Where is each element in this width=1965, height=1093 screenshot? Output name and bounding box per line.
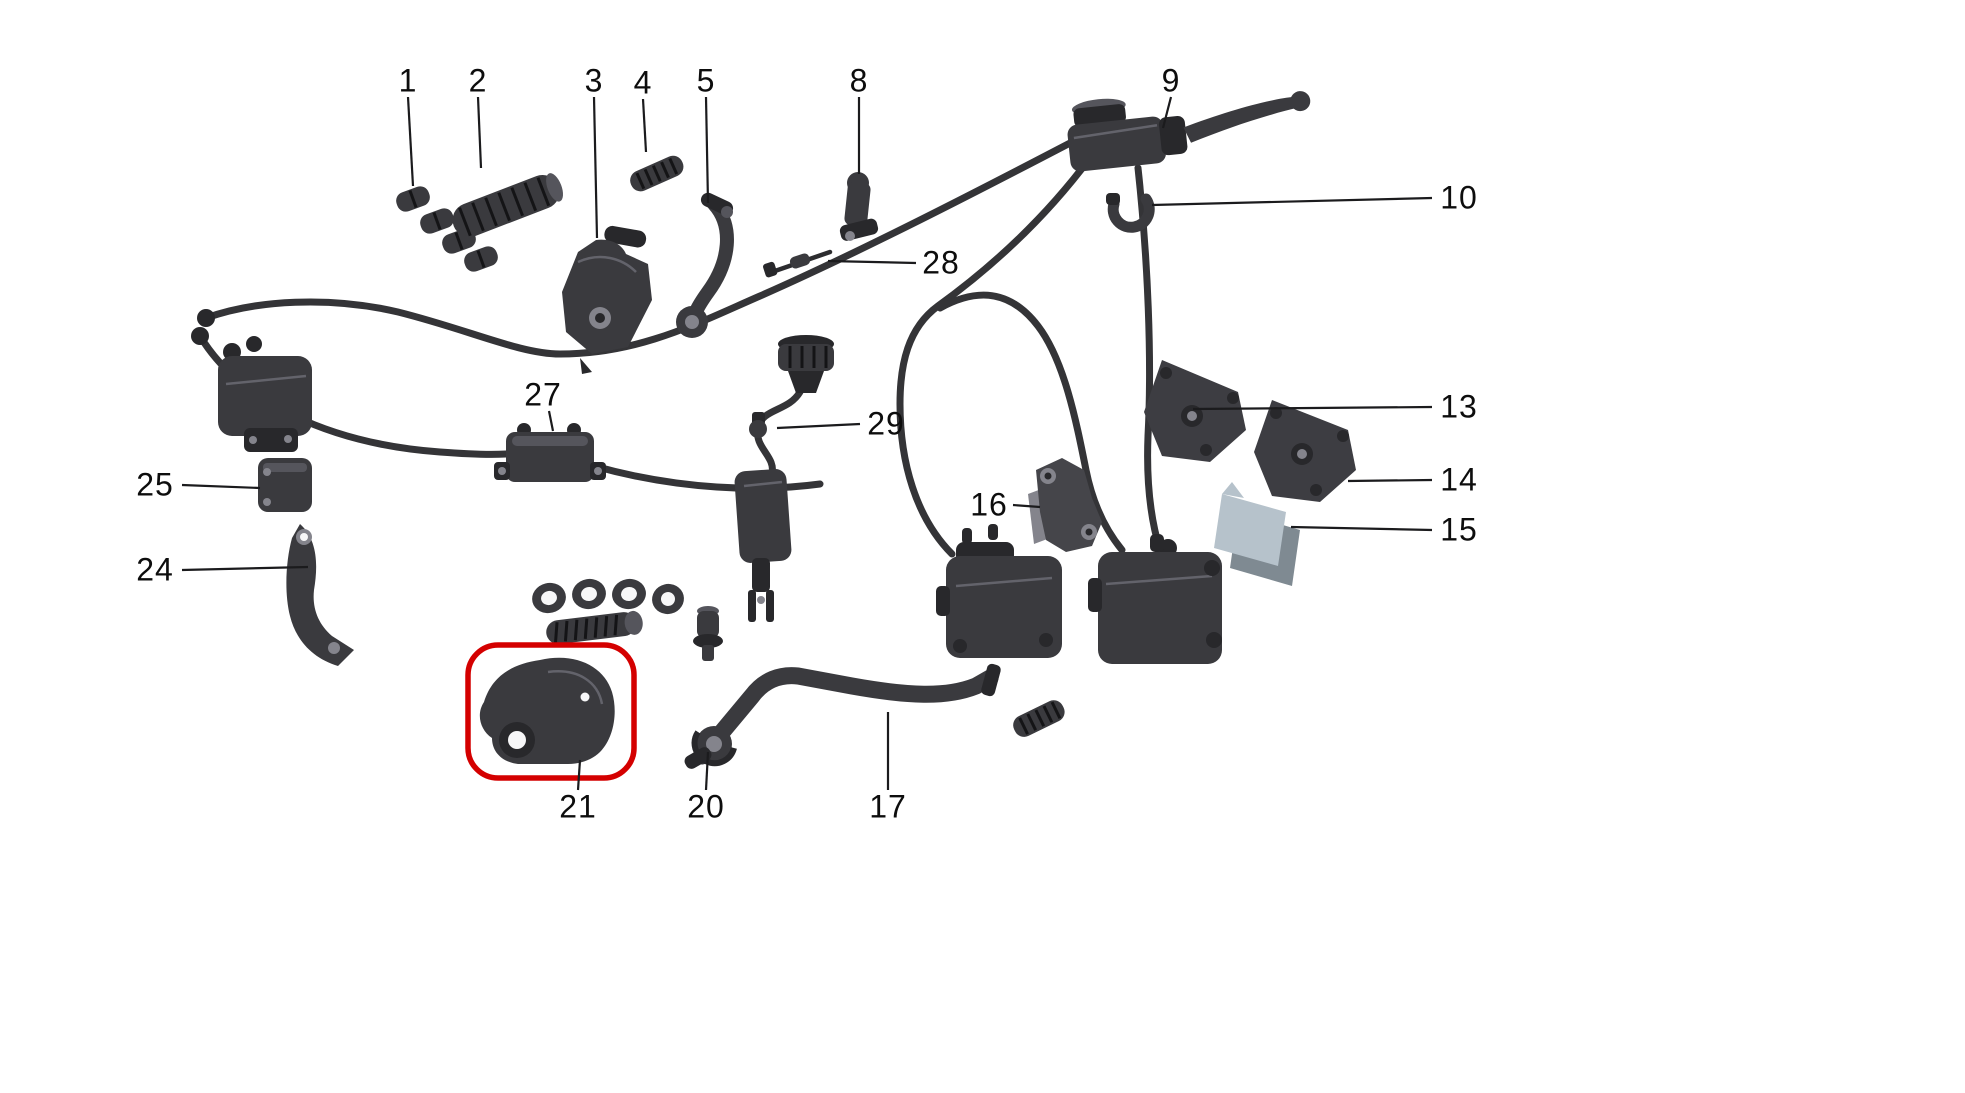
part-3-bracket [562,225,652,374]
part-2-grip [452,173,564,237]
part-5-lever [676,192,734,338]
caliper-rear-right [1088,534,1222,664]
part-8-bracket [839,172,879,241]
part-label-13: 13 [1440,388,1478,425]
part-25-plate [258,458,312,512]
part-27-junction-block [494,423,606,482]
part-label-5: 5 [696,62,716,99]
part-label-8: 8 [849,62,869,99]
part-16-caliper-bracket [1028,458,1102,552]
caliper-rear-left [936,524,1062,658]
part-13-plate [1144,360,1246,462]
caliper-front-left [218,336,312,452]
part-label-1: 1 [398,62,418,99]
brake-hoses [191,123,1164,558]
part-24-bracket [286,524,354,666]
banjo-fitting-icon [197,309,215,327]
part-4-sleeve [630,155,684,192]
part-label-16: 16 [970,486,1008,523]
part-10-clamp [1106,193,1155,233]
part-label-3: 3 [584,62,604,99]
part-17-brake-pedal [684,663,1001,769]
part-label-24: 24 [136,551,174,588]
part-label-9: 9 [1161,62,1181,99]
part-9-master-cylinder-lever [1067,91,1311,172]
part-label-10: 10 [1440,179,1478,216]
part-label-28: 28 [922,244,960,281]
rear-master-cylinder [734,335,834,622]
part-label-17: 17 [869,788,907,825]
part-label-2: 2 [468,62,488,99]
part-29-fitting [749,412,767,438]
part-label-15: 15 [1440,511,1478,548]
part-label-21: 21 [559,788,597,825]
part-label-29: 29 [867,405,905,442]
banjo-fitting-icon [191,327,209,345]
part-28-pin [763,249,833,278]
part-label-4: 4 [633,64,653,101]
leader-lines [181,96,1433,791]
part-label-14: 14 [1440,461,1478,498]
part-label-25: 25 [136,466,174,503]
part-14-plate [1254,400,1356,502]
selected-part-highlight [465,642,637,781]
part-20-pivot-bolt [693,606,723,661]
part-label-20: 20 [687,788,725,825]
spring [546,610,643,645]
pedal-sleeve [1013,700,1065,737]
part-15-brake-pads [1214,482,1300,586]
part-label-27: 27 [524,376,562,413]
part-21-guard [479,657,615,764]
washer-set [532,578,684,615]
